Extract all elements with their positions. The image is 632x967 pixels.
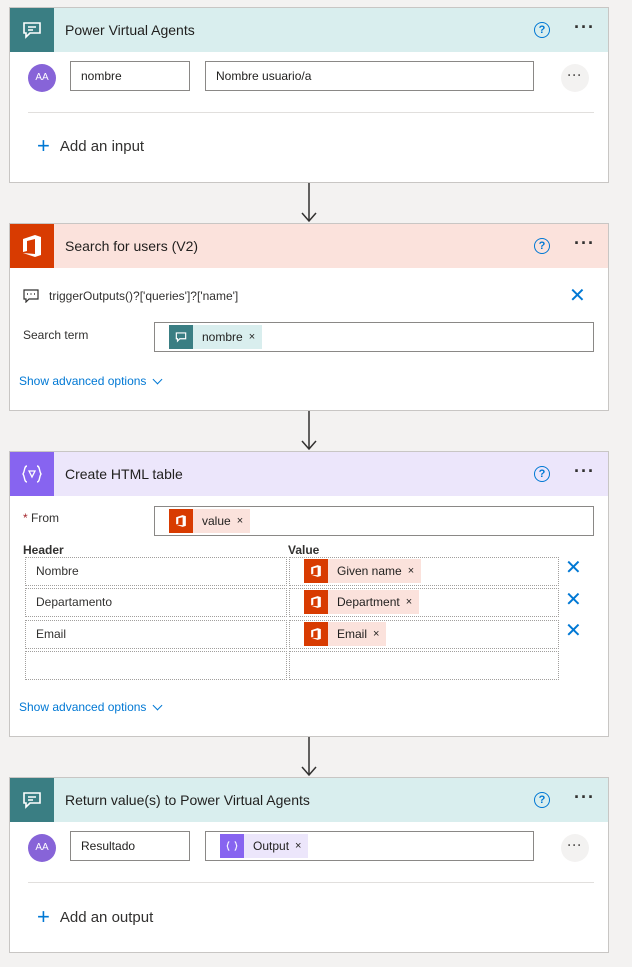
header-column-label: Header xyxy=(23,543,64,557)
plus-icon: + xyxy=(37,904,50,929)
token-label: Department xyxy=(337,594,400,609)
help-icon[interactable]: ? xyxy=(534,22,550,38)
value-column-label: Value xyxy=(288,543,320,557)
token-label: value xyxy=(202,514,231,528)
add-input-button[interactable]: + Add an input xyxy=(37,133,145,158)
email-token[interactable]: Email × xyxy=(304,622,387,646)
output-more-options-button[interactable]: ··· xyxy=(561,834,589,862)
create-html-table-title: Create HTML table xyxy=(65,466,183,482)
chevron-down-icon xyxy=(152,700,163,710)
data-operation-icon xyxy=(10,452,54,496)
input-name-field[interactable]: nombre xyxy=(70,61,190,91)
office-365-icon xyxy=(304,622,328,646)
input-description-field[interactable]: Nombre usuario/a xyxy=(205,61,534,91)
chat-bot-icon xyxy=(10,778,54,822)
plus-icon: + xyxy=(37,133,50,158)
more-options-icon[interactable]: ··· xyxy=(574,17,595,37)
given-name-token[interactable]: Given name × xyxy=(304,559,422,583)
office-365-icon xyxy=(10,224,54,268)
chat-bot-icon xyxy=(10,8,54,52)
value-cell[interactable]: Given name × xyxy=(289,557,559,586)
value-cell[interactable]: Email × xyxy=(289,620,559,649)
search-users-header[interactable]: Search for users (V2) ? ··· xyxy=(10,224,608,268)
more-options-icon[interactable]: ··· xyxy=(574,787,595,807)
chevron-down-icon xyxy=(152,374,163,384)
header-cell[interactable]: Nombre xyxy=(25,557,287,586)
chat-bot-icon xyxy=(169,325,193,349)
office-365-icon xyxy=(304,559,328,583)
value-cell[interactable]: Department × xyxy=(289,588,559,617)
flow-arrow-icon xyxy=(301,183,317,223)
show-advanced-label: Show advanced options xyxy=(19,700,147,714)
office-365-icon xyxy=(304,590,328,614)
search-users-card: Search for users (V2) ? ··· triggerOutpu… xyxy=(9,223,609,411)
output-token[interactable]: Output × xyxy=(220,834,309,858)
add-output-button[interactable]: + Add an output xyxy=(37,904,154,929)
remove-token-icon[interactable]: × xyxy=(405,595,413,608)
token-label: nombre xyxy=(202,330,243,344)
search-term-label: Search term xyxy=(23,328,89,342)
trigger-expression: triggerOutputs()?['queries']?['name'] xyxy=(23,289,238,303)
nombre-token[interactable]: nombre × xyxy=(169,325,263,349)
office-365-icon xyxy=(169,509,193,533)
header-cell[interactable]: Departamento xyxy=(25,588,287,617)
create-html-table-card: Create HTML table ? ··· * From value × H… xyxy=(9,451,609,737)
help-icon[interactable]: ? xyxy=(534,466,550,482)
remove-token-icon[interactable]: × xyxy=(248,331,256,343)
create-html-table-header[interactable]: Create HTML table ? ··· xyxy=(10,452,608,496)
show-advanced-options-link[interactable]: Show advanced options xyxy=(19,700,163,714)
show-advanced-options-link[interactable]: Show advanced options xyxy=(19,374,163,388)
show-advanced-label: Show advanced options xyxy=(19,374,147,388)
pva-trigger-title: Power Virtual Agents xyxy=(65,22,195,38)
search-users-title: Search for users (V2) xyxy=(65,238,199,254)
from-label: * From xyxy=(23,511,60,525)
value-token[interactable]: value × xyxy=(169,509,251,533)
value-cell-empty[interactable] xyxy=(289,651,559,680)
delete-row-icon[interactable]: ✕ xyxy=(565,557,582,579)
flow-arrow-icon xyxy=(301,411,317,451)
department-token[interactable]: Department × xyxy=(304,590,420,614)
from-field[interactable]: value × xyxy=(154,506,594,536)
token-label: Email xyxy=(337,626,368,641)
divider xyxy=(28,882,594,883)
search-term-field[interactable]: nombre × xyxy=(154,322,594,352)
data-operation-icon xyxy=(220,834,244,858)
flow-arrow-icon xyxy=(301,737,317,777)
help-icon[interactable]: ? xyxy=(534,238,550,254)
remove-token-icon[interactable]: × xyxy=(236,515,244,527)
divider xyxy=(28,112,594,113)
chat-icon xyxy=(23,289,39,303)
header-cell-empty[interactable] xyxy=(25,651,287,680)
input-more-options-button[interactable]: ··· xyxy=(561,64,589,92)
text-input-type-avatar: AA xyxy=(28,64,56,92)
delete-row-icon[interactable]: ✕ xyxy=(565,620,582,642)
output-name-field[interactable]: Resultado xyxy=(70,831,190,861)
token-label: Given name xyxy=(337,563,402,578)
return-values-title: Return value(s) to Power Virtual Agents xyxy=(65,792,310,808)
delete-row-icon[interactable]: ✕ xyxy=(565,589,582,611)
remove-expression-icon[interactable]: ✕ xyxy=(569,285,586,307)
remove-token-icon[interactable]: × xyxy=(407,564,415,577)
add-input-label: Add an input xyxy=(59,137,145,155)
expression-text: triggerOutputs()?['queries']?['name'] xyxy=(49,289,239,303)
output-value-field[interactable]: Output × xyxy=(205,831,534,861)
text-output-type-avatar: AA xyxy=(28,834,56,862)
more-options-icon[interactable]: ··· xyxy=(574,461,595,481)
header-cell[interactable]: Email xyxy=(25,620,287,649)
token-label: Output xyxy=(253,839,290,853)
pva-trigger-card: Power Virtual Agents ? ··· AA nombre Nom… xyxy=(9,7,609,183)
add-output-label: Add an output xyxy=(59,908,154,926)
pva-trigger-header[interactable]: Power Virtual Agents ? ··· xyxy=(10,8,608,52)
return-values-header[interactable]: Return value(s) to Power Virtual Agents … xyxy=(10,778,608,822)
more-options-icon[interactable]: ··· xyxy=(574,233,595,253)
return-values-card: Return value(s) to Power Virtual Agents … xyxy=(9,777,609,953)
remove-token-icon[interactable]: × xyxy=(373,627,380,640)
help-icon[interactable]: ? xyxy=(534,792,550,808)
remove-token-icon[interactable]: × xyxy=(295,840,302,852)
